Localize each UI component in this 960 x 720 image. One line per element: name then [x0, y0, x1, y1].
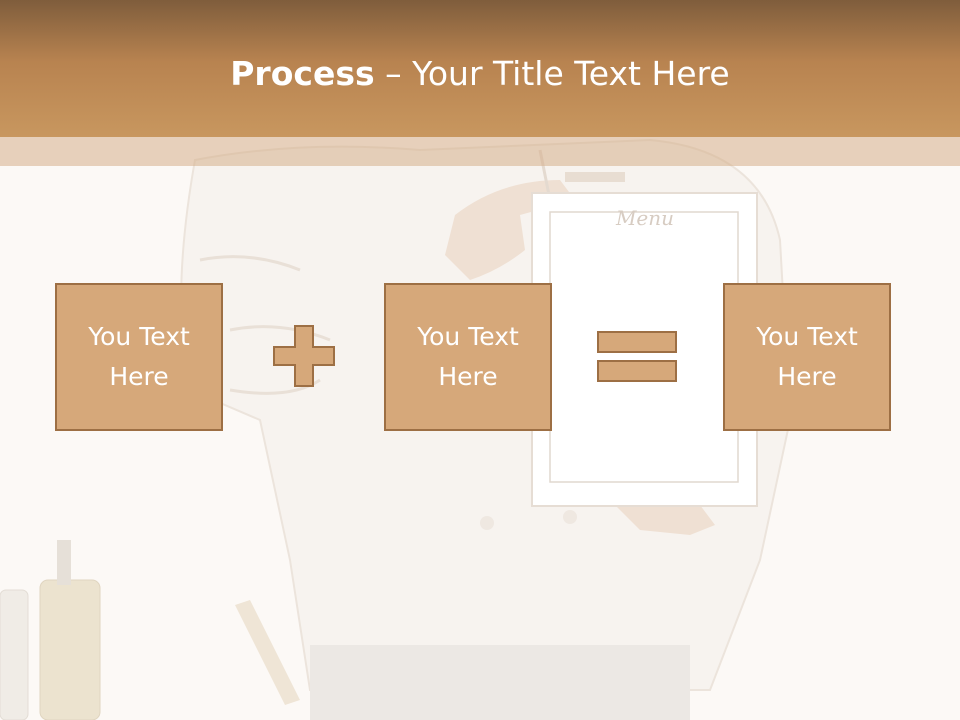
equals-icon — [597, 331, 677, 382]
plus-icon — [273, 325, 335, 387]
title-bar — [0, 0, 960, 137]
process-box-2-text: You Text Here — [417, 322, 519, 391]
title-accent-strip — [0, 137, 960, 166]
process-box-2[interactable]: You Text Here — [384, 283, 552, 431]
slide-title-rest: – Your Title Text Here — [374, 54, 730, 93]
slide-title-bold: Process — [230, 54, 375, 93]
slide-title[interactable]: Process – Your Title Text Here — [0, 52, 960, 96]
process-box-1-text: You Text Here — [88, 322, 190, 391]
process-box-3-text: You Text Here — [756, 322, 858, 391]
process-box-3[interactable]: You Text Here — [723, 283, 891, 431]
menu-card-label: Menu — [615, 206, 674, 230]
process-box-1[interactable]: You Text Here — [55, 283, 223, 431]
